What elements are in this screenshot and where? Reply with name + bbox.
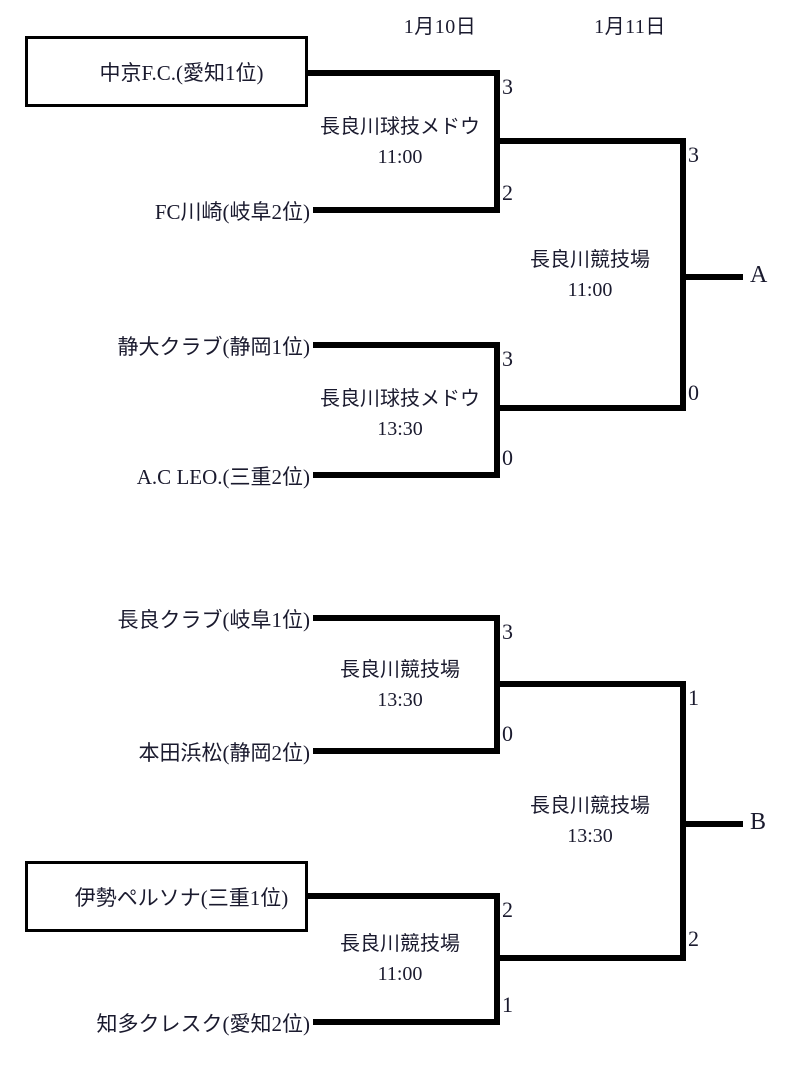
score-b-semi-top-lower: 0 bbox=[502, 721, 513, 746]
score-a-final-lower: 0 bbox=[688, 380, 699, 405]
venue-b-semi-top: 長良川競技場 bbox=[340, 659, 460, 681]
date-header-round1: 1月10日 bbox=[403, 16, 477, 38]
line-b-output bbox=[680, 821, 743, 827]
score-a-final-upper: 3 bbox=[688, 142, 699, 167]
score-b-semi-bottom-lower: 1 bbox=[502, 992, 513, 1017]
line-chukyo-fc bbox=[308, 70, 500, 76]
team-label-shizudai-club: 静大クラブ(静岡1位) bbox=[117, 335, 311, 359]
line-a-output bbox=[680, 274, 743, 280]
time-a-semi-bottom: 13:30 bbox=[377, 418, 423, 440]
team-label-chukyo-fc: 中京F.C.(愛知1位) bbox=[99, 60, 264, 85]
date-header-round2: 1月11日 bbox=[594, 16, 666, 38]
score-b-semi-top-upper: 3 bbox=[502, 619, 513, 644]
time-a-semi-top: 11:00 bbox=[377, 146, 423, 168]
line-a-semi-top-winner bbox=[494, 138, 686, 144]
line-b-semi-top-winner bbox=[494, 681, 686, 687]
score-b-semi-bottom-upper: 2 bbox=[502, 897, 513, 922]
time-b-semi-top: 13:30 bbox=[377, 689, 423, 711]
line-a-semi-bottom-winner bbox=[494, 405, 686, 411]
score-a-semi-top-lower: 2 bbox=[502, 180, 513, 205]
line-ise-persona bbox=[308, 893, 500, 899]
time-a-final: 11:00 bbox=[567, 279, 613, 301]
team-box-chukyo-fc: 中京F.C.(愛知1位) bbox=[25, 36, 308, 107]
output-label-a: A bbox=[750, 262, 768, 288]
score-a-semi-bottom-lower: 0 bbox=[502, 445, 513, 470]
line-chita-cresc bbox=[313, 1019, 500, 1025]
line-b-semi-bottom-winner bbox=[494, 955, 686, 961]
score-b-final-lower: 2 bbox=[688, 926, 699, 951]
team-label-nagara-club: 長良クラブ(岐阜1位) bbox=[117, 608, 311, 632]
venue-a-final: 長良川競技場 bbox=[530, 249, 650, 271]
team-box-ise-persona: 伊勢ペルソナ(三重1位) bbox=[25, 861, 308, 932]
venue-a-semi-top: 長良川球技メドウ bbox=[320, 116, 480, 138]
score-a-semi-top-upper: 3 bbox=[502, 74, 513, 99]
time-b-semi-bottom: 11:00 bbox=[377, 963, 423, 985]
line-shizudai-club bbox=[313, 342, 500, 348]
team-label-ise-persona: 伊勢ペルソナ(三重1位) bbox=[74, 885, 289, 910]
team-label-honda-hamamatsu: 本田浜松(静岡2位) bbox=[138, 741, 311, 765]
venue-b-semi-bottom: 長良川競技場 bbox=[340, 933, 460, 955]
line-ac-leo bbox=[313, 472, 500, 478]
time-b-final: 13:30 bbox=[567, 825, 613, 847]
venue-a-semi-bottom: 長良川球技メドウ bbox=[320, 388, 480, 410]
line-nagara-club bbox=[313, 615, 500, 621]
team-label-chita-cresc: 知多クレスク(愛知2位) bbox=[96, 1012, 311, 1036]
venue-b-final: 長良川競技場 bbox=[530, 795, 650, 817]
score-a-semi-bottom-upper: 3 bbox=[502, 346, 513, 371]
score-b-final-upper: 1 bbox=[688, 685, 699, 710]
line-honda-hamamatsu bbox=[313, 748, 500, 754]
team-label-fc-kawasaki: FC川崎(岐阜2位) bbox=[154, 200, 310, 224]
line-fc-kawasaki bbox=[313, 207, 500, 213]
output-label-b: B bbox=[750, 809, 767, 835]
team-label-ac-leo: A.C LEO.(三重2位) bbox=[136, 465, 310, 489]
